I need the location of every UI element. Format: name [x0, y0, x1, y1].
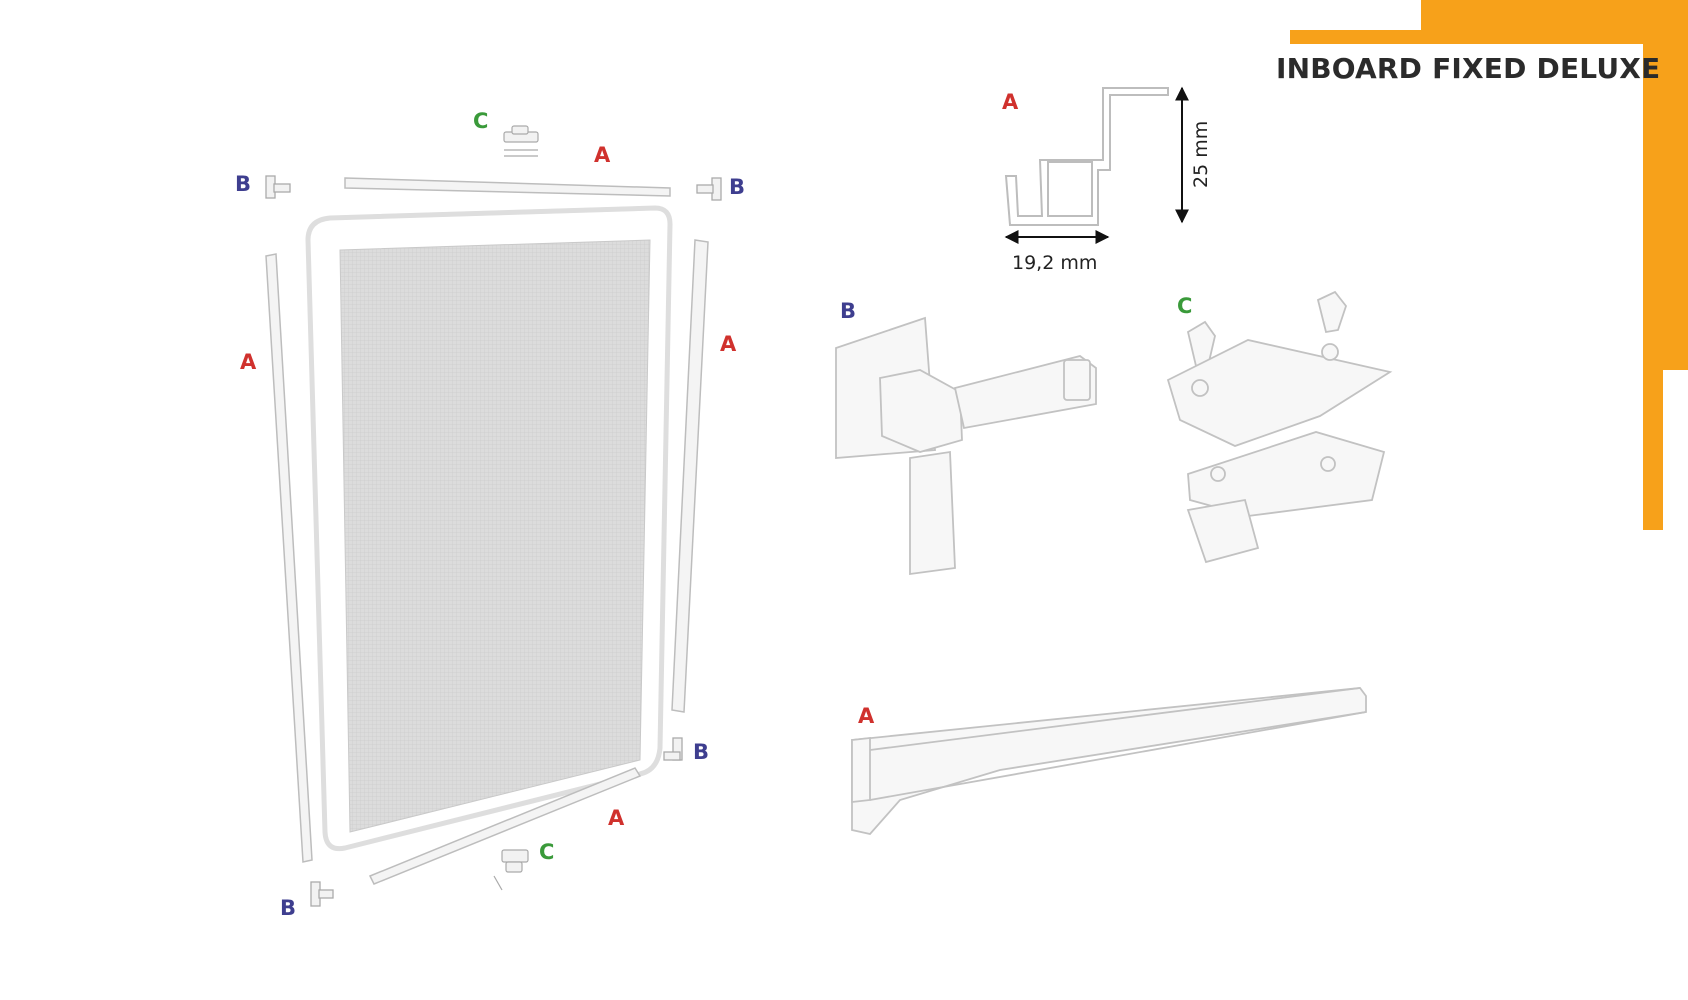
label-a-bottom: A [608, 806, 625, 830]
orange-accent-bracket [1290, 0, 1688, 530]
mounting-clip-detail [1166, 290, 1393, 564]
label-a-left: A [240, 350, 257, 374]
right-profile-rail [671, 239, 709, 713]
profile-rail-detail [851, 687, 1367, 835]
page-title: INBOARD FIXED DELUXE [1276, 52, 1661, 85]
label-c-top: C [473, 109, 489, 133]
label-a-rail-detail: A [858, 704, 875, 728]
label-b-detail: B [840, 299, 857, 323]
label-b-top-right: B [729, 175, 746, 199]
label-b-top-left: B [235, 172, 252, 196]
left-profile-rail [265, 253, 313, 863]
frame-exploded-view [265, 125, 722, 907]
profile-cross-section [1004, 86, 1189, 244]
corner-connector-detail [835, 316, 1097, 576]
corner-connector-top-right [696, 177, 722, 201]
label-b-bottom-right: B [693, 740, 710, 764]
label-a-right: A [720, 332, 737, 356]
corner-connector-top-left [265, 175, 291, 199]
mounting-clip-top [503, 125, 539, 157]
label-a-cross-section: A [1002, 90, 1019, 114]
mesh-panel [339, 239, 651, 833]
top-profile-rail [344, 177, 671, 197]
label-a-top: A [594, 143, 611, 167]
label-c-bottom: C [539, 840, 555, 864]
corner-connector-bottom-right [663, 737, 683, 761]
bottom-profile-rail [368, 767, 642, 885]
mounting-clip-bottom [493, 849, 529, 891]
dimension-width: 19,2 mm [1012, 252, 1098, 274]
label-b-bottom-left: B [280, 896, 297, 920]
corner-connector-bottom-left [310, 881, 334, 907]
label-c-detail: C [1177, 294, 1193, 318]
dimension-height: 25 mm [1190, 120, 1212, 188]
